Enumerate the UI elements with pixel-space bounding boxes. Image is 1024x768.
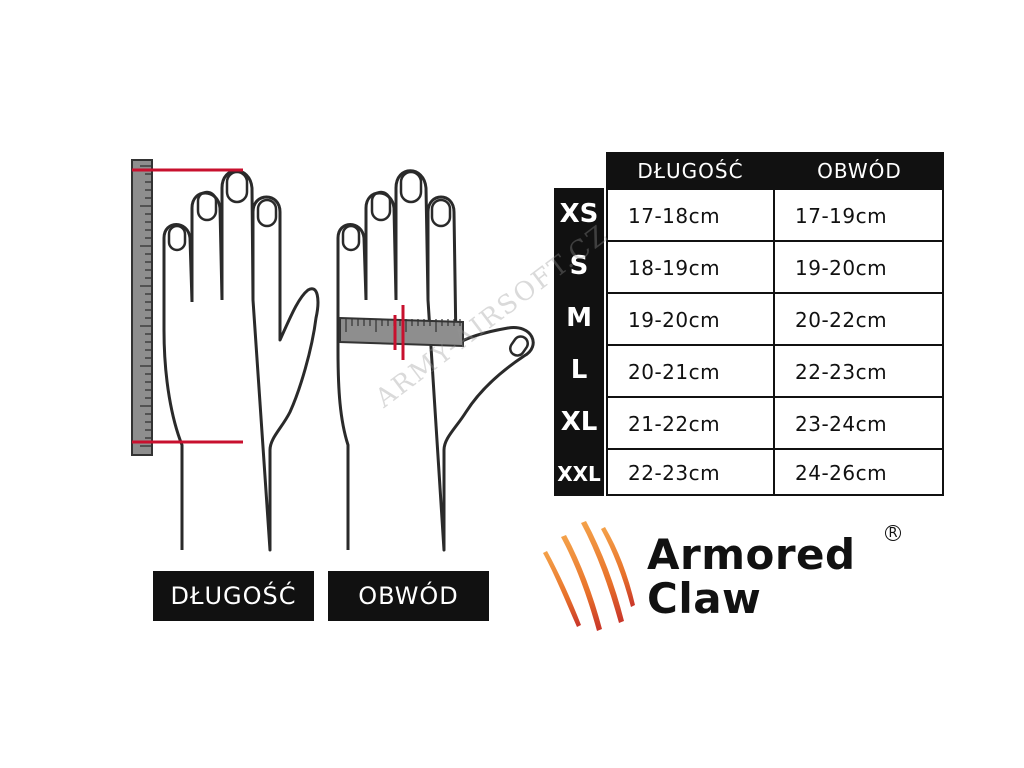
table-header: DŁUGOŚĆ OBWÓD: [606, 152, 944, 190]
circumference-cell: 17-19cm: [795, 204, 888, 228]
brand-line-1: Armored: [647, 530, 856, 579]
brand-line-2: Claw: [647, 574, 762, 623]
claw-marks-icon: [543, 521, 635, 631]
size-grid: 17-18cm 17-19cm 18-19cm 19-20cm 19-20cm …: [606, 188, 944, 496]
size-label-m: M: [566, 303, 592, 333]
size-label-xs: XS: [559, 199, 599, 229]
armored-claw-logo: Armored Claw R: [535, 515, 915, 635]
circumference-cell: 19-20cm: [795, 256, 888, 280]
length-caption: DŁUGOŚĆ: [153, 571, 314, 621]
length-cell: 18-19cm: [608, 242, 775, 294]
table-row: 19-20cm 20-22cm: [608, 292, 942, 346]
circumference-cell: 23-24cm: [795, 412, 888, 436]
table-row: 17-18cm 17-19cm: [608, 190, 942, 242]
length-cell: 22-23cm: [608, 450, 775, 496]
registered-mark: R: [885, 525, 901, 541]
hands-illustration: [131, 159, 535, 552]
table-row: 20-21cm 22-23cm: [608, 344, 942, 398]
length-cell: 21-22cm: [608, 398, 775, 450]
table-row: 22-23cm 24-26cm: [608, 448, 942, 496]
length-cell: 17-18cm: [608, 190, 775, 242]
brand-name: Armored Claw: [647, 533, 856, 621]
size-label-xl: XL: [560, 407, 598, 437]
size-label-l: L: [570, 355, 588, 385]
vertical-ruler: [131, 159, 153, 456]
table-row: 18-19cm 19-20cm: [608, 240, 942, 294]
header-length: DŁUGOŚĆ: [637, 159, 744, 183]
circumference-cell: 22-23cm: [795, 360, 888, 384]
size-label-xxl: XXL: [557, 462, 601, 486]
circumference-cell: 24-26cm: [795, 461, 888, 485]
measuring-tape: [339, 305, 464, 360]
length-cell: 19-20cm: [608, 294, 775, 346]
size-label-s: S: [569, 251, 589, 281]
left-hand-outline: [162, 169, 320, 552]
header-circumference: OBWÓD: [817, 159, 902, 183]
table-row: 21-22cm 23-24cm: [608, 396, 942, 450]
size-column: XS S M L XL XXL: [554, 188, 604, 496]
circumference-caption: OBWÓD: [328, 571, 489, 621]
circumference-cell: 20-22cm: [795, 308, 888, 332]
length-cell: 20-21cm: [608, 346, 775, 398]
